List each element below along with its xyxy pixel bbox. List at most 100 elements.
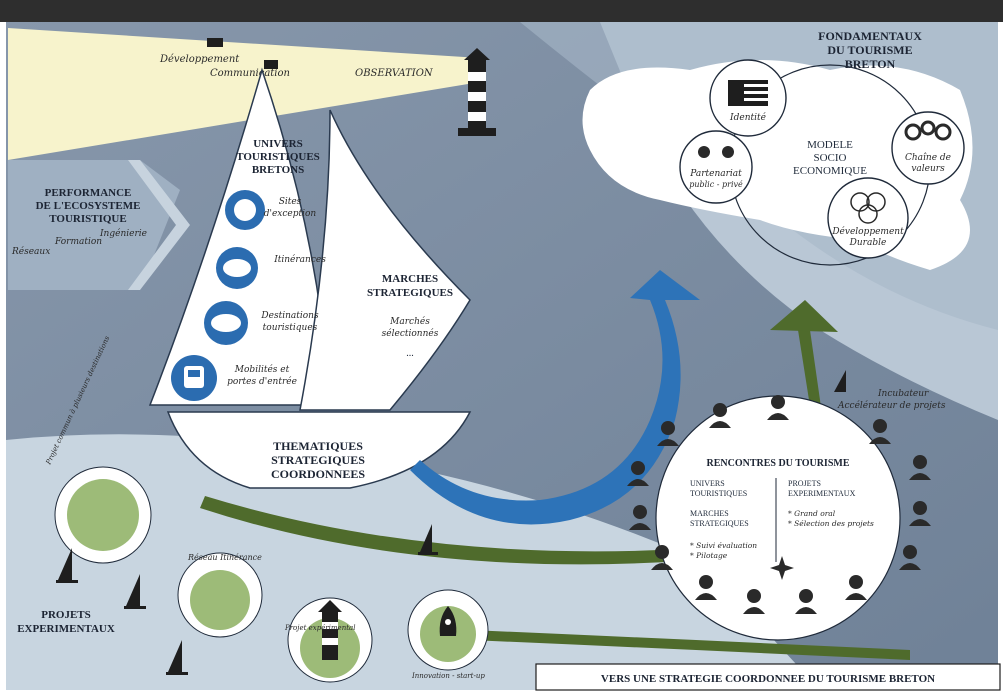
person-icon (845, 575, 867, 600)
sailboat-icon (166, 640, 188, 675)
identite-label: Identité (729, 112, 767, 123)
second-sail-dots: ... (406, 348, 414, 359)
projet-circle-4-label: Innovation - start-up (411, 672, 485, 680)
second-sail (299, 109, 471, 411)
main-sail-title-1: UNIVERS (253, 138, 303, 150)
rencontres-circle (655, 395, 901, 641)
performance-title-3: TOURISTIQUE (49, 213, 126, 225)
projet-circle-4: Innovation - start-up (407, 589, 489, 680)
person-icon (909, 455, 931, 480)
rencontres-left-1a: UNIVERS (690, 479, 725, 488)
performance-chevron (8, 160, 180, 290)
chaine-label-1: Chaîne de (905, 152, 951, 163)
person-icon (767, 395, 789, 420)
projets-title-1: PROJETS (41, 609, 91, 621)
incubateur-l1: Incubateur (877, 389, 929, 399)
green-arrowhead (770, 300, 838, 332)
second-sail-sub-1: Marchés (389, 316, 430, 327)
person-icon (698, 146, 710, 158)
projet-circle-3-label: Projet expérimental (284, 624, 355, 632)
fondamentaux-title-1: FONDAMENTAUX (818, 29, 922, 43)
rencontres-right-1a: PROJETS (788, 479, 821, 488)
person-icon (695, 575, 717, 600)
main-sail-title-2: TOURISTIQUES (236, 151, 320, 163)
person-icon (709, 403, 731, 428)
network-map-icon (190, 570, 250, 630)
sail-item-itinerances: Itinérances (216, 247, 326, 289)
person-icon (899, 545, 921, 570)
item-mobilites-l2: portes d'entrée (227, 376, 297, 387)
main-sail (148, 67, 331, 406)
rencontres-left-3b: * Pilotage (690, 551, 728, 560)
official-icon (722, 146, 734, 158)
rencontres-title: RENCONTRES DU TOURISME (707, 458, 850, 469)
performance-formation: Formation (54, 237, 102, 247)
chaine-label-2: valeurs (911, 164, 945, 174)
compass-rose-icon (770, 556, 794, 580)
lighthouse-icon (458, 48, 496, 136)
incubateur-l2: Accélérateur de projets (837, 400, 946, 411)
center-label-1: MODELE (807, 139, 853, 151)
official-icon (909, 501, 931, 526)
partenariat-label-1: Partenariat (689, 169, 742, 179)
beam-observation: OBSERVATION (355, 68, 434, 79)
performance-arrow (128, 160, 190, 290)
official-icon (627, 461, 649, 486)
performance-reseaux: Réseaux (11, 246, 50, 257)
sail-item-destinations: Destinations touristiques (204, 301, 319, 345)
socio-economic-cycle: MODELE SOCIO ECONOMIQUE Identité Partena… (679, 59, 965, 266)
developpement-node (827, 177, 909, 259)
rencontres-left-2a: MARCHES (690, 509, 729, 518)
main-sail-title-3: BRETONS (252, 164, 304, 176)
footer-banner (535, 663, 1001, 691)
hull-title-1: THEMATIQUES (273, 439, 363, 453)
binoculars-icon (207, 38, 223, 47)
item-destinations-l1: Destinations (260, 311, 319, 321)
rencontres-left-1b: TOURISTIQUES (690, 489, 747, 498)
rencontres-right-2a: * Grand oral (788, 509, 836, 518)
developpement-label-1: Développement (831, 226, 904, 237)
person-icon (743, 589, 765, 614)
developpement-label-2: Durable (849, 238, 887, 248)
small-boat-icon (834, 370, 846, 392)
rencontres-left-2b: STRATEGIQUES (690, 519, 749, 528)
lighthouse-beam (8, 28, 480, 160)
people-ring (627, 395, 931, 614)
hull-title-2: STRATEGIQUES (271, 453, 365, 467)
top-bar (0, 0, 1003, 22)
boat-hull (166, 411, 472, 489)
chaine-node (891, 111, 965, 185)
second-sail-sub-2: sélectionnés (382, 328, 439, 339)
beam-development: Développement (159, 54, 240, 65)
sailboat-icon (56, 548, 78, 583)
brittany-map-icon (67, 479, 139, 551)
hull-title-3: COORDONNEES (271, 467, 365, 481)
performance-title-2: DE L'ECOSYSTEME (36, 200, 141, 212)
item-sites-l2: d'exception (264, 209, 317, 219)
interlocking-circles-icon (850, 192, 886, 224)
rencontres-right-1b: EXPERIMENTAUX (788, 489, 856, 498)
center-label-3: ECONOMIQUE (793, 165, 867, 177)
rencontres-left-3a: * Suivi évaluation (690, 541, 757, 550)
projet-circle-3: Projet expérimental (284, 597, 373, 683)
item-sites-l1: Sites (279, 197, 302, 207)
performance-ingenierie: Ingénierie (99, 228, 147, 239)
projets-title-2: EXPERIMENTAUX (17, 623, 115, 635)
second-sail-title-1: MARCHES (382, 273, 438, 285)
performance-title-1: PERFORMANCE (45, 187, 132, 199)
item-itinerances-l1: Itinérances (273, 254, 326, 265)
second-sail-title-2: STRATEGIQUES (367, 287, 453, 299)
person-icon (629, 505, 651, 530)
person-icon (657, 421, 679, 446)
projet-circle-2: Réseau Itinérance (177, 552, 263, 638)
megaphone-icon (264, 60, 278, 69)
sailboat-icon (418, 524, 438, 555)
blue-arrow (410, 270, 700, 525)
sail-item-mobilites: Mobilités et portes d'entrée (171, 355, 297, 401)
lighthouse-icon (318, 600, 342, 660)
rocket-icon (439, 606, 457, 636)
gears-icon (904, 120, 952, 141)
footer-title: VERS UNE STRATEGIE COORDONNEE DU TOURISM… (601, 673, 935, 685)
